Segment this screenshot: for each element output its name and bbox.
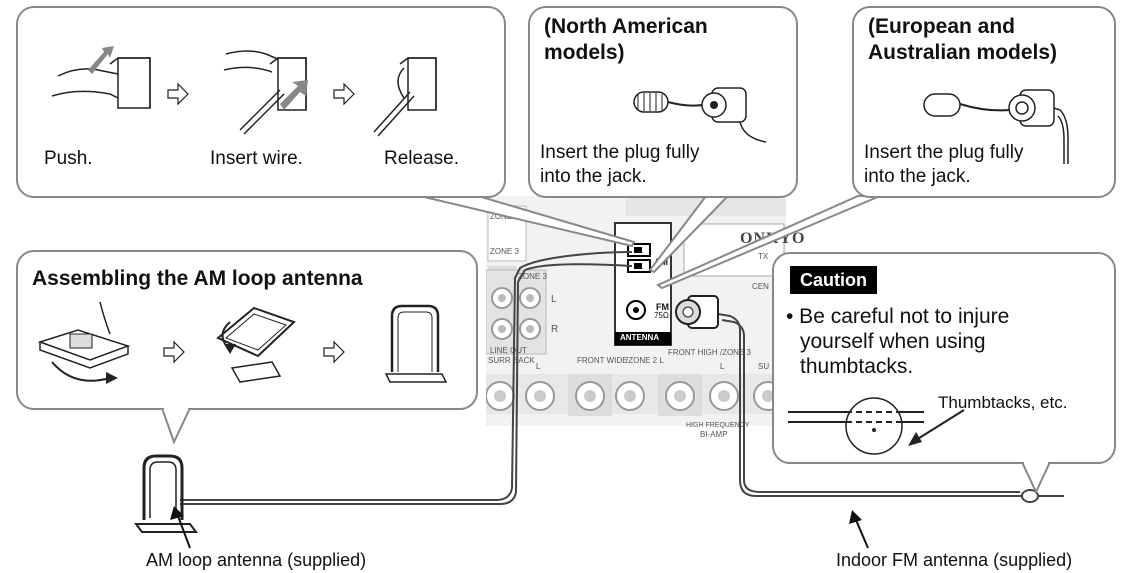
panel-bi-amp-label: BI-AMP: [700, 430, 728, 439]
panel-l-label-3: L: [720, 362, 725, 371]
wire-insertion-callout: Push. Insert wire. Release.: [16, 6, 506, 198]
am-callout-tail: [160, 408, 192, 445]
panel-front-wide-label: FRONT WIDE: [577, 356, 628, 365]
panel-zone3-label-2: ZONE 3: [518, 272, 547, 281]
panel-zone3-label: ZONE 3: [490, 247, 519, 256]
panel-r-label: R: [551, 324, 559, 335]
european-callout: (European and Australian models) Insert …: [852, 6, 1116, 198]
am-assembly-callout: Assembling the AM loop antenna: [16, 250, 478, 410]
caution-text-line1: • Be careful not to injure: [786, 305, 1010, 328]
panel-tx-label: TX: [758, 252, 769, 261]
european-instruction-line2: into the jack.: [864, 166, 971, 187]
panel-antenna-label: ANTENNA: [620, 333, 660, 342]
panel-sur-label: SU: [758, 362, 770, 371]
panel-l-label: L: [551, 294, 557, 305]
north-american-callout: (North American models) Insert the plug …: [528, 6, 798, 198]
caution-badge: Caution: [790, 266, 877, 294]
step-release-label: Release.: [384, 148, 459, 169]
am-antenna-label: AM loop antenna (supplied): [146, 550, 367, 570]
wire-insertion-illustration: [51, 46, 437, 137]
step-insert-label: Insert wire.: [210, 148, 303, 169]
am-assembly-title: Assembling the AM loop antenna: [32, 267, 363, 290]
panel-high-freq-label: HIGH FREQUENCY: [686, 422, 750, 429]
thumbtack-illustration: [788, 397, 965, 455]
am-assembly-illustration: [37, 301, 448, 384]
step-push-label: Push.: [44, 148, 93, 169]
european-plug-illustration: [923, 89, 1069, 164]
north-american-plug-illustration: [633, 87, 767, 143]
european-instruction-line1: Insert the plug fully: [864, 142, 1024, 163]
panel-line-out-label: LINE OUT: [490, 346, 527, 355]
north-american-title-line2: models): [544, 41, 625, 64]
european-title-line1: (European and: [868, 15, 1016, 38]
north-american-title-line1: (North American: [544, 15, 708, 38]
european-title-line2: Australian models): [868, 41, 1058, 64]
panel-front-high-label: FRONT HIGH /ZONE 3: [668, 348, 751, 357]
north-american-instruction-line2: into the jack.: [540, 166, 647, 187]
fm-antenna-label: Indoor FM antenna (supplied): [836, 550, 1073, 570]
panel-fm-ohm-label: 75Ω: [654, 311, 669, 320]
panel-zone2-l-label: /ZONE 2 L: [626, 356, 664, 365]
north-american-instruction-line1: Insert the plug fully: [540, 142, 700, 163]
panel-surr-back-label: SURR BACK: [488, 356, 535, 365]
caution-callout: Caution • Be careful not to injure yours…: [772, 252, 1116, 464]
panel-cen-label: CEN: [752, 282, 769, 291]
caution-callout-tail: [1020, 462, 1052, 495]
caution-text-line2: yourself when using: [800, 330, 986, 353]
caution-text-line3: thumbtacks.: [800, 355, 914, 378]
thumbtack-label: Thumbtacks, etc.: [938, 393, 1068, 412]
panel-l-label-2: L: [536, 362, 541, 371]
panel-fm-label: FM: [656, 302, 669, 312]
